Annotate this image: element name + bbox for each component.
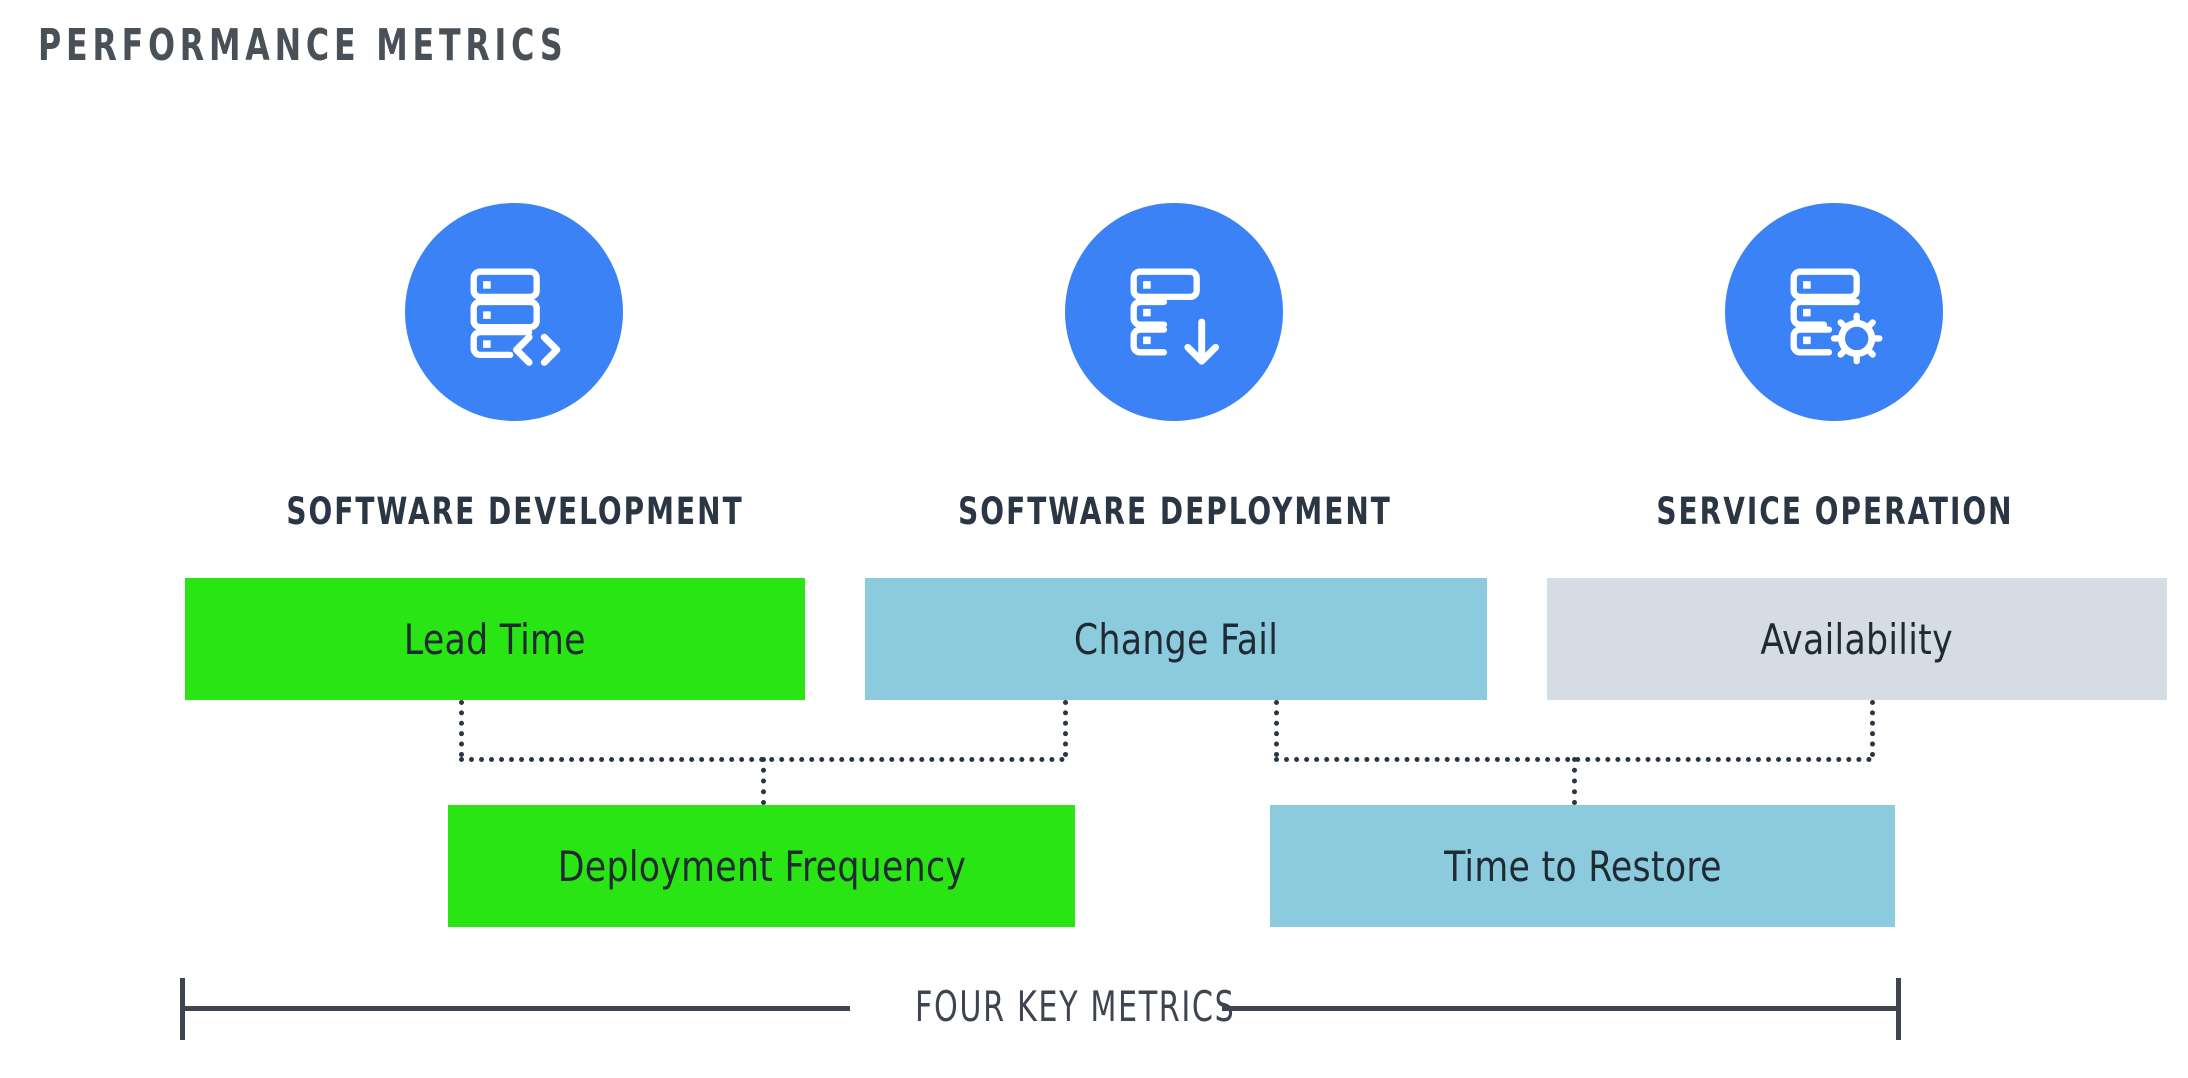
icon-circle-software-deployment [1065,203,1283,421]
icon-circle-software-development [405,203,623,421]
column-heading-service-operation: SERVICE OPERATION [1656,490,2014,533]
connector-lead-time-down [459,700,464,757]
server-code-icon [451,249,577,375]
bracket-line-left [180,1006,850,1011]
page-title: PERFORMANCE METRICS [38,20,568,71]
metric-bar-deployment-frequency[interactable]: Deployment Frequency [448,805,1075,927]
metric-label-time-to-restore: Time to Restore [1443,841,1722,891]
metric-bar-availability[interactable]: Availability [1547,578,2167,700]
server-gear-icon [1771,249,1897,375]
metric-bar-lead-time[interactable]: Lead Time [185,578,805,700]
connector-availability-down [1870,700,1875,757]
connector-change-fail-down-right [1274,700,1279,757]
bracket-line-right [1222,1006,1900,1011]
metric-bar-time-to-restore[interactable]: Time to Restore [1270,805,1895,927]
server-download-icon [1111,249,1237,375]
connector-time-to-restore-drop [1572,757,1577,805]
column-heading-software-deployment: SOFTWARE DEPLOYMENT [958,490,1392,533]
metric-bar-change-fail[interactable]: Change Fail [865,578,1487,700]
metric-label-change-fail: Change Fail [1073,614,1279,664]
metric-label-availability: Availability [1760,614,1954,664]
column-heading-software-development: SOFTWARE DEVELOPMENT [286,490,744,533]
bracket-cap-right [1896,978,1901,1040]
connector-change-fail-down-left [1063,700,1068,757]
icon-circle-service-operation [1725,203,1943,421]
metric-label-lead-time: Lead Time [404,614,586,664]
connector-deployment-frequency-drop [761,757,766,805]
bracket-label: FOUR KEY METRICS [907,982,1244,1031]
metric-label-deployment-frequency: Deployment Frequency [557,841,966,891]
